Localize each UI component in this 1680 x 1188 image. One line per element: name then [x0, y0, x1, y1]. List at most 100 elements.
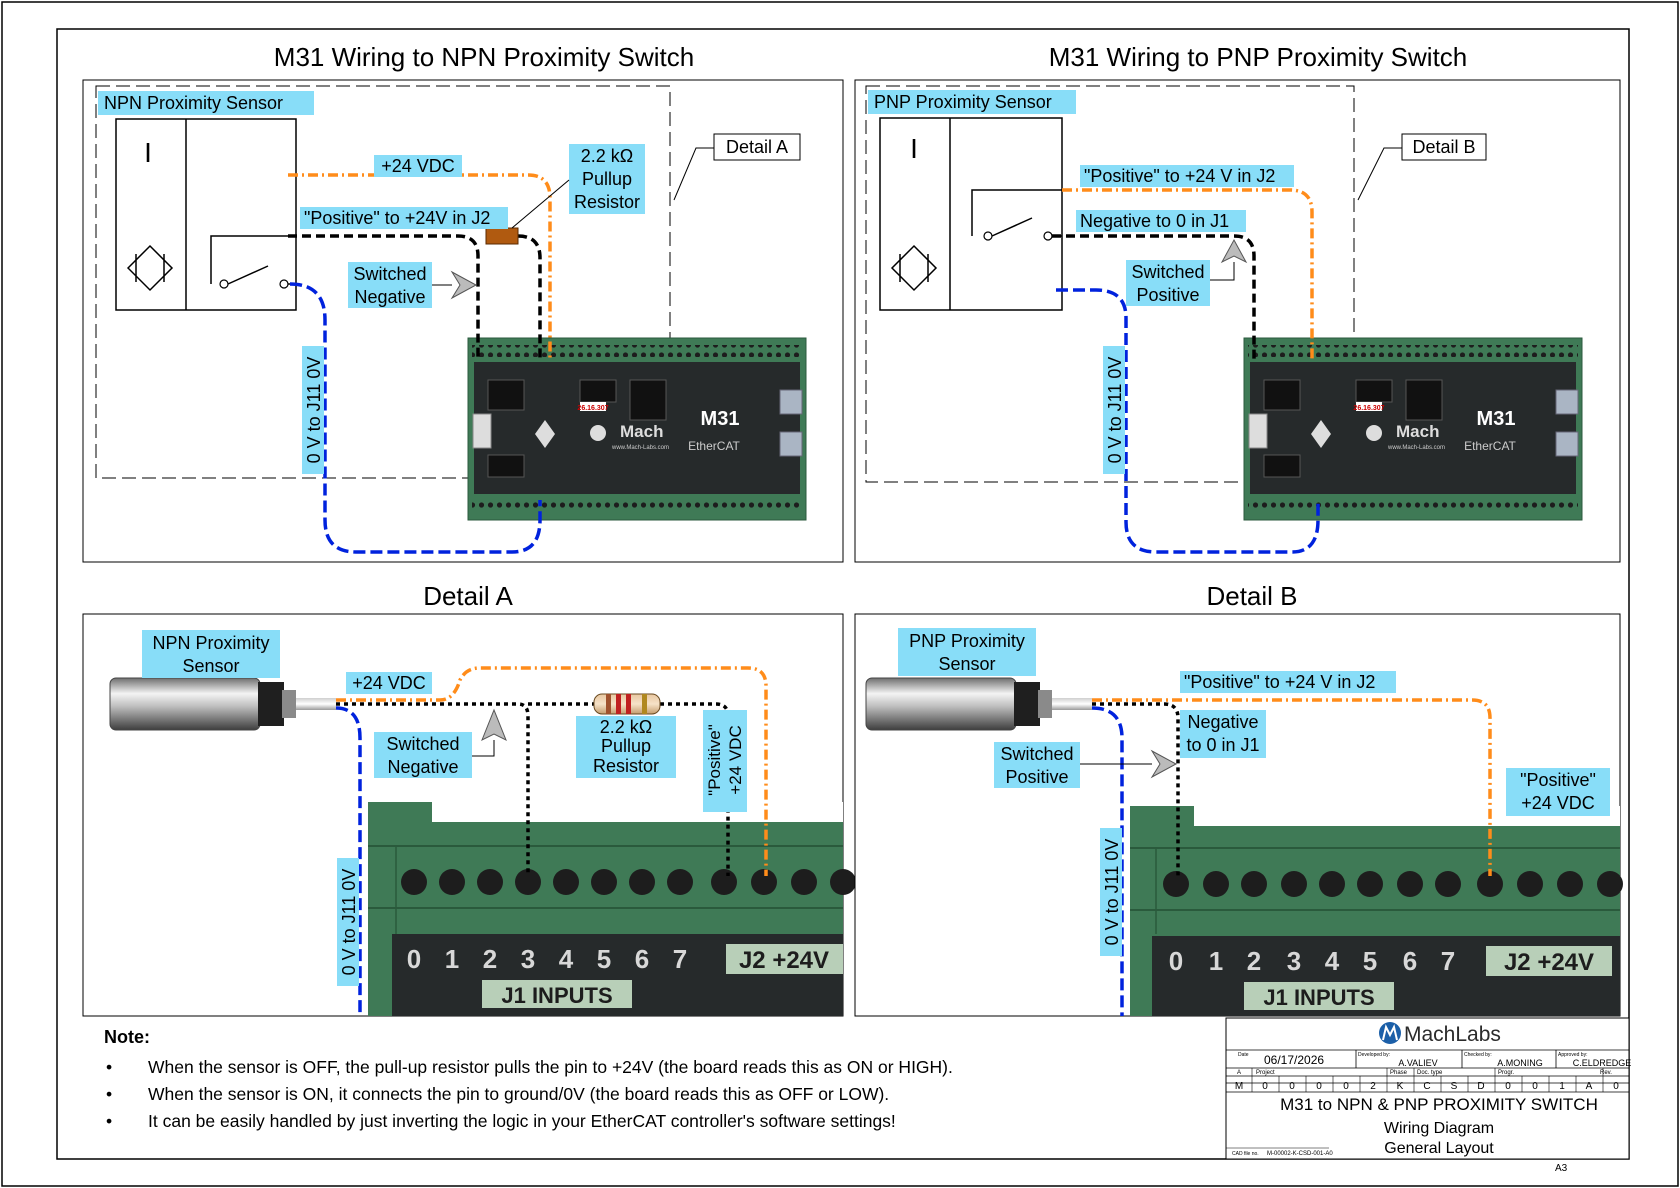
pnp-detail-callout: Detail B [1412, 137, 1475, 157]
detail-a-switched-arrow [481, 708, 507, 742]
npn-main-title: M31 Wiring to NPN Proximity Switch [274, 42, 694, 72]
npn-sensor-symbol [115, 118, 297, 311]
tb-cad-label: CAD file no. [1232, 1151, 1259, 1157]
tb-developed: A.VALIEV [1398, 1058, 1437, 1068]
npn-sensor-i: I [144, 137, 152, 168]
npn-sensor-label: NPN Proximity Sensor [104, 93, 283, 113]
detail-b-negative-line1: Negative [1187, 712, 1258, 732]
pnp-board-website: www.Mach-Labs.com [1387, 445, 1445, 451]
note-title: Note: [104, 1027, 150, 1047]
detail-b-pin-0: 0 [1169, 946, 1183, 976]
tb-code-11: 0 [1532, 1081, 1538, 1092]
detail-a-sensor-line2: Sensor [182, 656, 239, 676]
npn-detail-callout: Detail A [726, 137, 788, 157]
tb-checked-label: Checked by: [1464, 1052, 1492, 1058]
pnp-sensor-symbol [879, 117, 1063, 311]
npn-detail-region [95, 85, 671, 479]
tb-code-3: 0 [1316, 1081, 1322, 1092]
detail-a-pin-1: 1 [445, 944, 459, 974]
npn-zero-v-label: 0 V to J11 0V [304, 357, 324, 464]
npn-resistor-value: 2.2 kΩ [581, 146, 633, 166]
detail-a-blue-wire [335, 706, 362, 1016]
detail-a-zero-v-label: 0 V to J11 0V [339, 869, 359, 976]
tb-checked: A.MONING [1497, 1058, 1543, 1068]
pnp-orange-wire [1062, 188, 1314, 360]
title-block: MachLabs Date 06/17/2026 Developed by: A… [1225, 1017, 1632, 1174]
tb-title: M31 to NPN & PNP PROXIMITY SWITCH [1280, 1095, 1598, 1114]
detail-b-terminals [1163, 871, 1623, 897]
pnp-main-title: M31 Wiring to PNP Proximity Switch [1049, 42, 1468, 72]
tb-subtitle2: General Layout [1384, 1140, 1494, 1157]
pnp-sensor-label: PNP Proximity Sensor [874, 92, 1052, 112]
tb-date: 06/17/2026 [1264, 1053, 1324, 1067]
detail-b-pin-2: 2 [1247, 946, 1261, 976]
tb-approved-label: Approved by: [1558, 1052, 1587, 1058]
npn-switched-line1: Switched [353, 264, 426, 284]
detail-b-blue-wire [1091, 706, 1124, 1016]
pnp-zero-v-label: 0 V to J11 0V [1105, 357, 1125, 464]
detail-b-switched-line2: Positive [1005, 767, 1068, 787]
detail-b-black-wire [1092, 702, 1180, 876]
pnp-blue-wire [1056, 288, 1320, 554]
npn-m31-board: 26.16.307 M31 EtherCAT Mach www.Mach-Lab… [467, 337, 807, 521]
tb-date-label: Date [1238, 1052, 1249, 1058]
npn-positive-label: "Positive" to +24V in J2 [304, 208, 490, 228]
pnp-board-model: M31 [1477, 408, 1516, 430]
detail-a-sensor-line1: NPN Proximity [152, 633, 269, 653]
detail-a-resistor-value: 2.2 kΩ [600, 717, 652, 737]
detail-a-pin-6: 6 [635, 944, 649, 974]
detail-a-pin-5: 5 [597, 944, 611, 974]
tb-col-progr: Progr. [1498, 1070, 1514, 1076]
detail-a-resistor-resistor: Resistor [593, 756, 659, 776]
tb-developed-label: Developed by: [1358, 1052, 1390, 1058]
detail-b-pin-7: 7 [1441, 946, 1455, 976]
detail-b-j1-label: J1 INPUTS [1263, 985, 1374, 1010]
sheet-inner-border [56, 28, 1630, 1160]
detail-b-zero-v-label: 0 V to J11 0V [1102, 839, 1122, 946]
detail-b-sensor-line2: Sensor [938, 654, 995, 674]
detail-a-j1-label: J1 INPUTS [501, 983, 612, 1008]
npn-resistor [485, 227, 519, 245]
notes-section: Note: When the sensor is OFF, the pull-u… [104, 1027, 1204, 1135]
detail-b-negative-line2: to 0 in J1 [1186, 735, 1259, 755]
npn-board-ip: 26.16.307 [577, 405, 608, 412]
tb-col-doc: Doc. type [1417, 1070, 1443, 1076]
detail-a-pin-4: 4 [559, 944, 574, 974]
pnp-sensor-i: I [910, 133, 918, 164]
detail-a-terminals [401, 869, 856, 895]
pnp-black-wire [1052, 234, 1256, 360]
tb-approved: C.ELDREDGE [1573, 1058, 1632, 1068]
npn-resistor-resistor: Resistor [574, 192, 640, 212]
tb-code-2: 0 [1289, 1081, 1295, 1092]
pnp-negative-label: Negative to 0 in J1 [1080, 211, 1229, 231]
detail-b-orange-wire [1092, 698, 1492, 876]
detail-a-pin-0: 0 [407, 944, 421, 974]
detail-b-title: Detail B [1206, 581, 1297, 611]
pnp-panel: 26.16.307 M31 EtherCAT Mach www.Mach-Lab… [854, 79, 1621, 563]
machlabs-logo: MachLabs [1379, 1022, 1501, 1046]
note-item: When the sensor is OFF, the pull-up resi… [104, 1054, 1204, 1081]
detail-a-positive-line1: "Positive" [705, 724, 724, 796]
npn-board-ethercat: EtherCAT [688, 439, 740, 453]
note-item: When the sensor is ON, it connects the p… [104, 1081, 1204, 1108]
npn-orange-wire [288, 173, 552, 360]
tb-code-5: 2 [1370, 1081, 1376, 1092]
detail-a-pin-7: 7 [673, 944, 687, 974]
pnp-board-brand: Mach [1396, 422, 1439, 441]
detail-b-pin-5: 5 [1363, 946, 1377, 976]
detail-a-resistor [593, 693, 661, 715]
pnp-board-ethercat: EtherCAT [1464, 439, 1516, 453]
npn-blue-wire [289, 282, 542, 554]
pnp-board-ip: 26.16.307 [1353, 405, 1384, 412]
tb-code-8: S [1451, 1081, 1458, 1092]
detail-b-j2-label: J2 +24V [1504, 949, 1594, 976]
npn-resistor-pullup: Pullup [582, 169, 632, 189]
pnp-positive-label: "Positive" to +24 V in J2 [1084, 166, 1275, 186]
pnp-m31-board: 26.16.307 M31 EtherCAT Mach www.Mach-Lab… [1243, 337, 1583, 521]
detail-b-pin-6: 6 [1403, 946, 1417, 976]
detail-b-switched-arrow [1150, 749, 1178, 779]
detail-a-positive-line2: +24 VDC [726, 725, 745, 794]
detail-b-positive-line1: "Positive" [1520, 770, 1596, 790]
